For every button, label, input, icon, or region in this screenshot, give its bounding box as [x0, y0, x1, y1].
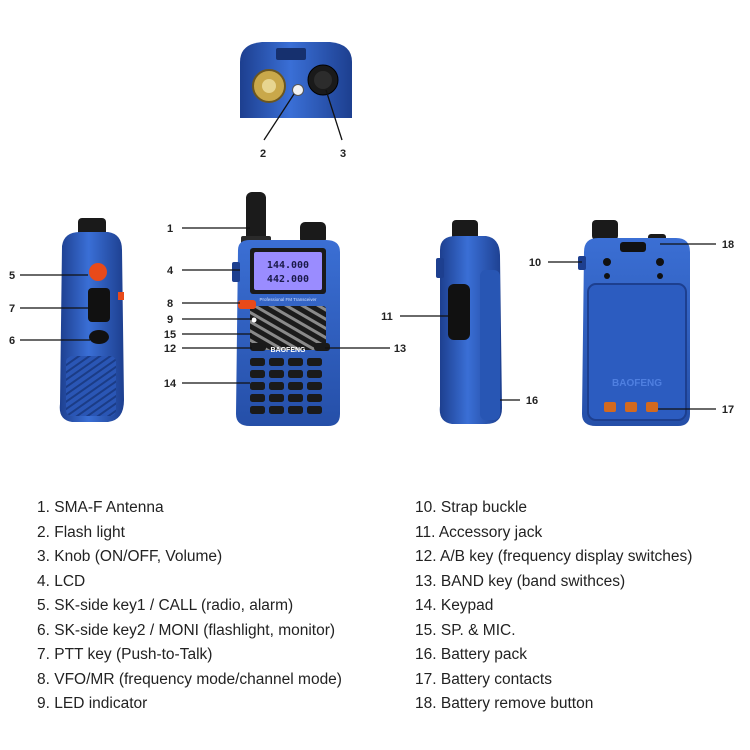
led-indicator-light	[251, 317, 257, 323]
keypad-key	[250, 358, 265, 366]
keypad-key	[250, 394, 265, 402]
keypad-key	[250, 406, 265, 414]
legend-item-9: 9. LED indicator	[37, 695, 148, 712]
speaker-grille	[250, 306, 326, 350]
lcd-line2: 442.000	[267, 274, 309, 285]
top-view	[240, 42, 352, 118]
keypad-key	[269, 370, 284, 378]
legend-item-17: 17. Battery contacts	[415, 670, 552, 688]
callout-17: 17	[722, 404, 734, 416]
legend-item-2: 2. Flash light	[37, 523, 125, 541]
callout-18: 18	[722, 239, 734, 251]
keypad-key	[288, 382, 303, 390]
keypad-key	[288, 358, 303, 366]
callout-1: 1	[167, 223, 173, 235]
callout-numbers: 2 3 1 4 5 7 6 8 9 15 12 13 14 11 16 10 1…	[9, 148, 734, 416]
radio-diagram: 144.000 442.000 Professional FM Transcei…	[9, 42, 734, 426]
keypad-grid	[250, 358, 322, 414]
keypad-key	[250, 382, 265, 390]
leader-lines	[20, 89, 716, 410]
legend-item-1: 1. SMA-F Antenna	[37, 499, 164, 516]
sk-side-key1-button	[89, 263, 107, 281]
front-strip-label: Professional FM Transceiver	[259, 297, 317, 302]
callout-6: 6	[9, 335, 15, 347]
legend-item-3: 3. Knob (ON/OFF, Volume)	[37, 548, 223, 565]
keypad-key	[288, 370, 303, 378]
legend-item-11: 11. Accessory jack	[415, 523, 543, 541]
callout-8: 8	[167, 298, 173, 310]
legend-item-16: 16. Battery pack	[415, 646, 528, 663]
legend-item-7: 7. PTT key (Push-to-Talk)	[37, 646, 213, 663]
ab-key-button	[250, 343, 266, 351]
legend-item-5: 5. SK-side key1 / CALL (radio, alarm)	[37, 597, 294, 614]
legend-item-6: 6. SK-side key2 / MONI (flashlight, moni…	[37, 621, 336, 639]
keypad-key	[269, 382, 284, 390]
keypad-key	[307, 406, 322, 414]
battery-contact-1	[604, 402, 616, 412]
callout-10: 10	[529, 257, 541, 269]
right-side-view	[436, 220, 502, 424]
legend-left-column: 1. SMA-F Antenna 2. Flash light 3. Knob …	[37, 496, 407, 717]
legend-item-15: 15. SP. & MIC.	[415, 621, 516, 639]
callout-3: 3	[340, 148, 346, 160]
flash-light-lens	[292, 84, 304, 96]
callout-7: 7	[9, 303, 15, 315]
keypad-key	[269, 358, 284, 366]
legend-item-13: 13. BAND key (band swithces)	[415, 572, 626, 590]
back-brand-label: BAOFENG	[612, 378, 662, 389]
callout-11: 11	[381, 311, 393, 323]
keypad-key	[269, 394, 284, 402]
vfo-mr-button	[238, 300, 256, 309]
battery-contact-3	[646, 402, 658, 412]
keypad-key	[307, 358, 322, 366]
band-key-button	[314, 343, 330, 351]
antenna-rod	[246, 192, 266, 244]
callout-14: 14	[164, 378, 177, 390]
front-view: 144.000 442.000 Professional FM Transcei…	[232, 192, 340, 426]
ptt-key-button	[88, 288, 110, 322]
legend-item-10: 10. Strap buckle	[415, 499, 528, 516]
lcd-line1: 144.000	[267, 260, 309, 271]
legend-item-8: 8. VFO/MR (frequency mode/channel mode)	[37, 670, 342, 688]
keypad-key	[250, 370, 265, 378]
callout-2: 2	[260, 148, 266, 160]
legend-item-18: 18. Battery remove button	[415, 695, 594, 712]
keypad-key	[307, 394, 322, 402]
callout-4: 4	[167, 265, 174, 277]
callout-16: 16	[526, 395, 538, 407]
legend-item-4: 4. LCD	[37, 572, 86, 590]
keypad-key	[269, 406, 284, 414]
left-side-view	[59, 218, 124, 422]
accessory-jack-cover	[448, 284, 470, 340]
legend-item-12: 12. A/B key (frequency display switches)	[415, 548, 693, 565]
callout-5: 5	[9, 270, 15, 282]
callout-13: 13	[394, 343, 406, 355]
legend-right-column: 10. Strap buckle 11. Accessory jack 12. …	[415, 496, 745, 717]
callout-15: 15	[164, 329, 176, 341]
front-brand-label: BAOFENG	[271, 347, 307, 354]
callout-9: 9	[167, 314, 173, 326]
callout-12: 12	[164, 343, 176, 355]
keypad-key	[307, 382, 322, 390]
keypad-key	[307, 370, 322, 378]
sk-side-key2-button	[89, 330, 109, 344]
battery-remove-latch	[620, 242, 646, 252]
lcd-screen	[254, 252, 322, 290]
back-view: BAOFENG	[578, 220, 690, 426]
keypad-key	[288, 394, 303, 402]
battery-contact-2	[625, 402, 637, 412]
keypad-key	[288, 406, 303, 414]
battery-pack-body	[587, 283, 687, 421]
legend-item-14: 14. Keypad	[415, 597, 494, 614]
